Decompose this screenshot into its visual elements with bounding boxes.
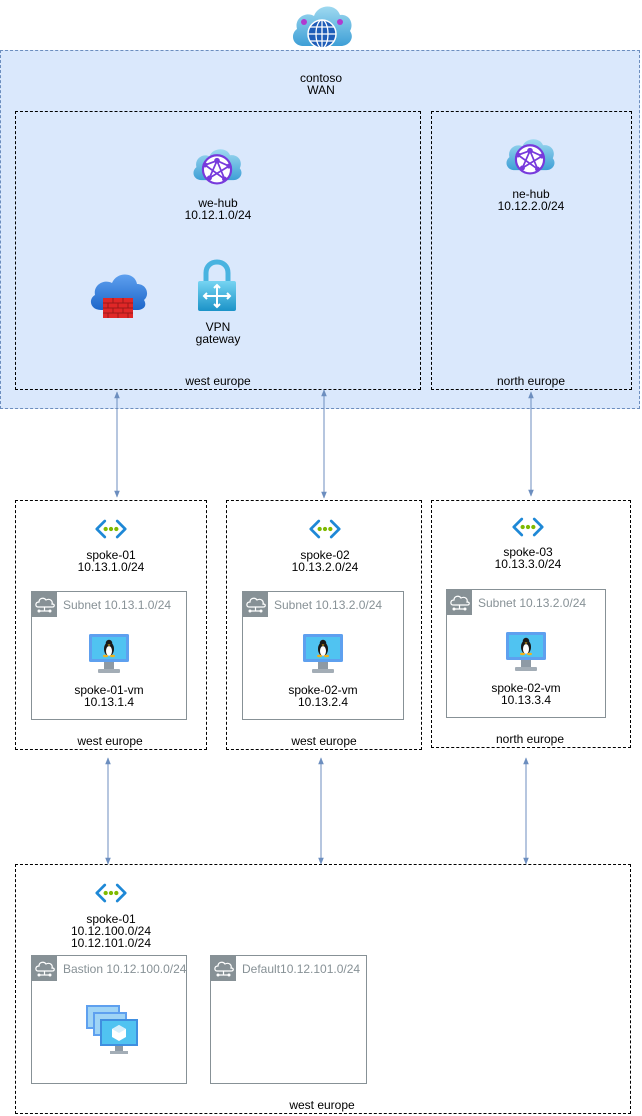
spoke-02-vnet: [226, 500, 422, 750]
spoke-03-vm-name: spoke-02-vm: [491, 681, 561, 695]
spoke-01-name: spoke-01: [86, 548, 136, 562]
spoke-03-subnet-label: Subnet 10.13.2.0/24: [478, 596, 587, 610]
default-subnet-label: Default10.12.101.0/24: [242, 962, 361, 976]
subnet-icon: [211, 956, 236, 981]
spoke-03-cidr: 10.13.3.0/24: [494, 557, 562, 571]
spoke-03-vm-ip: 10.13.3.4: [500, 693, 552, 707]
subnet-icon: [447, 590, 472, 615]
shared-vnet-cidr2: 10.12.101.0/24: [70, 936, 152, 950]
virtual-wan-container: [0, 50, 640, 409]
vpn-gateway-label: VPN gateway: [168, 321, 268, 345]
vpn-line2: gateway: [195, 332, 241, 346]
spoke-03-region-label: north europe: [495, 732, 565, 746]
ne-hub-region-label: north europe: [496, 374, 566, 388]
spoke-03-vnet: [431, 500, 631, 748]
shared-region-label: west europe: [289, 1098, 355, 1112]
spoke-02-region-label: west europe: [291, 734, 357, 748]
spoke-03-label: spoke-03 10.13.3.0/24: [478, 546, 578, 570]
spoke-02-vm-ip: 10.13.2.4: [297, 695, 349, 709]
spoke-01-region-label: west europe: [77, 734, 143, 748]
subnet-icon: [243, 592, 268, 617]
vpn-gateway-icon: [198, 259, 236, 311]
subnet-icon: [32, 956, 57, 981]
spoke-03-name: spoke-03: [503, 545, 553, 559]
shared-vnet-name: spoke-01: [86, 912, 136, 926]
spoke-02-vm-label: spoke-02-vm 10.13.2.4: [273, 684, 373, 708]
spoke-02-subnet-label: Subnet 10.13.2.0/24: [274, 598, 383, 612]
default-subnet: Default10.12.101.0/24: [210, 955, 367, 1084]
spoke-01-vm-label: spoke-01-vm 10.13.1.4: [59, 684, 159, 708]
ne-hub-name: ne-hub: [512, 187, 550, 201]
firewall-icon: [90, 274, 148, 318]
ne-hub-region: [431, 111, 632, 390]
spoke-01-vm-ip: 10.13.1.4: [83, 695, 135, 709]
we-hub-cidr: 10.12.1.0/24: [184, 208, 252, 222]
spoke-01-cidr: 10.13.1.0/24: [77, 560, 145, 574]
ne-hub-label: ne-hub 10.12.2.0/24: [481, 188, 581, 212]
spoke-02-name: spoke-02: [300, 548, 350, 562]
wan-type: WAN: [307, 83, 335, 97]
we-hub-region: [15, 111, 421, 390]
we-hub-label: we-hub 10.12.1.0/24: [168, 197, 268, 221]
spoke-02-cidr: 10.13.2.0/24: [291, 560, 359, 574]
wan-name: contoso: [299, 71, 343, 85]
spoke-01-vm-name: spoke-01-vm: [74, 683, 144, 697]
spoke-01-subnet: Subnet 10.13.1.0/24: [31, 591, 187, 720]
we-hub-region-label: west europe: [185, 374, 251, 388]
bastion-vmss-icon: [86, 1005, 138, 1054]
bastion-subnet-label: Bastion 10.12.100.0/24: [63, 962, 187, 976]
vpn-line1: VPN: [205, 320, 231, 334]
spoke-02-label: spoke-02 10.13.2.0/24: [275, 549, 375, 573]
spoke-03-vm-label: spoke-02-vm 10.13.3.4: [476, 682, 576, 706]
spoke-01-subnet-label: Subnet 10.13.1.0/24: [63, 598, 172, 612]
shared-vnet-label: spoke-01 10.12.100.0/24 10.12.101.0/24: [61, 913, 161, 949]
wan-icon: [292, 6, 352, 49]
wan-label: contoso WAN: [271, 72, 371, 96]
we-hub-name: we-hub: [198, 196, 238, 210]
subnet-icon: [32, 592, 57, 617]
spoke-02-vm-name: spoke-02-vm: [288, 683, 358, 697]
ne-hub-cidr: 10.12.2.0/24: [497, 199, 565, 213]
spoke-01-vnet: [15, 500, 207, 750]
shared-vnet-cidr1: 10.12.100.0/24: [70, 924, 152, 938]
spoke-01-label: spoke-01 10.13.1.0/24: [61, 549, 161, 573]
